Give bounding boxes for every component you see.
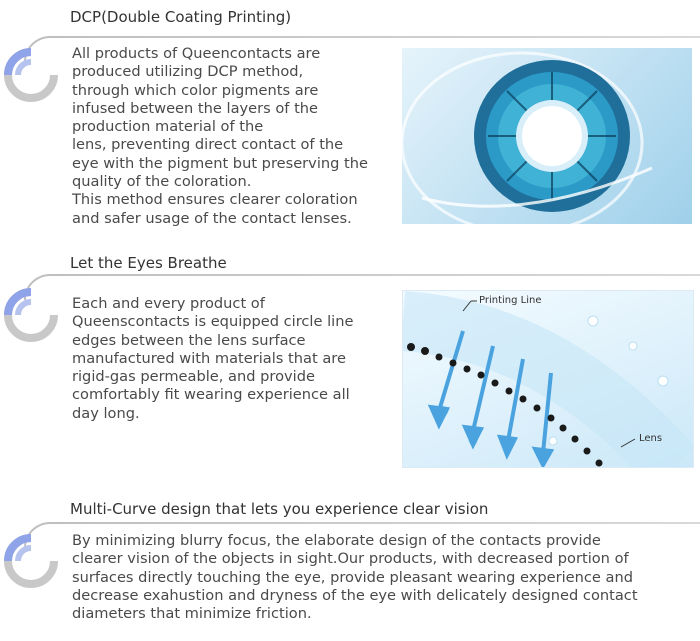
section-body: All products of Queencontacts are produc…: [72, 45, 368, 227]
section-dcp: DCP(Double Coating Printing) All product…: [0, 0, 700, 240]
section-divider: [50, 274, 700, 276]
section-title: DCP(Double Coating Printing): [70, 8, 292, 26]
lens-label: Lens: [639, 433, 663, 444]
section-body: Each and every product of Queenscontacts…: [72, 295, 354, 422]
circle-badge-icon: [4, 534, 58, 588]
section-title: Multi-Curve design that lets you experie…: [70, 500, 489, 518]
colored-lens-image: [402, 48, 692, 224]
circle-badge-icon: [4, 48, 58, 102]
section-divider: [50, 522, 700, 524]
section-multicurve: Multi-Curve design that lets you experie…: [0, 480, 700, 641]
circle-badge-icon: [4, 288, 58, 342]
printing-line-label: Printing Line: [479, 295, 542, 306]
section-breathe: Let the Eyes Breathe Each and every prod…: [0, 240, 700, 480]
section-divider: [50, 36, 700, 38]
section-title: Let the Eyes Breathe: [70, 254, 227, 272]
section-body: By minimizing blurry focus, the elaborat…: [72, 532, 638, 623]
printing-line-diagram: Printing Line Lens: [402, 290, 694, 468]
